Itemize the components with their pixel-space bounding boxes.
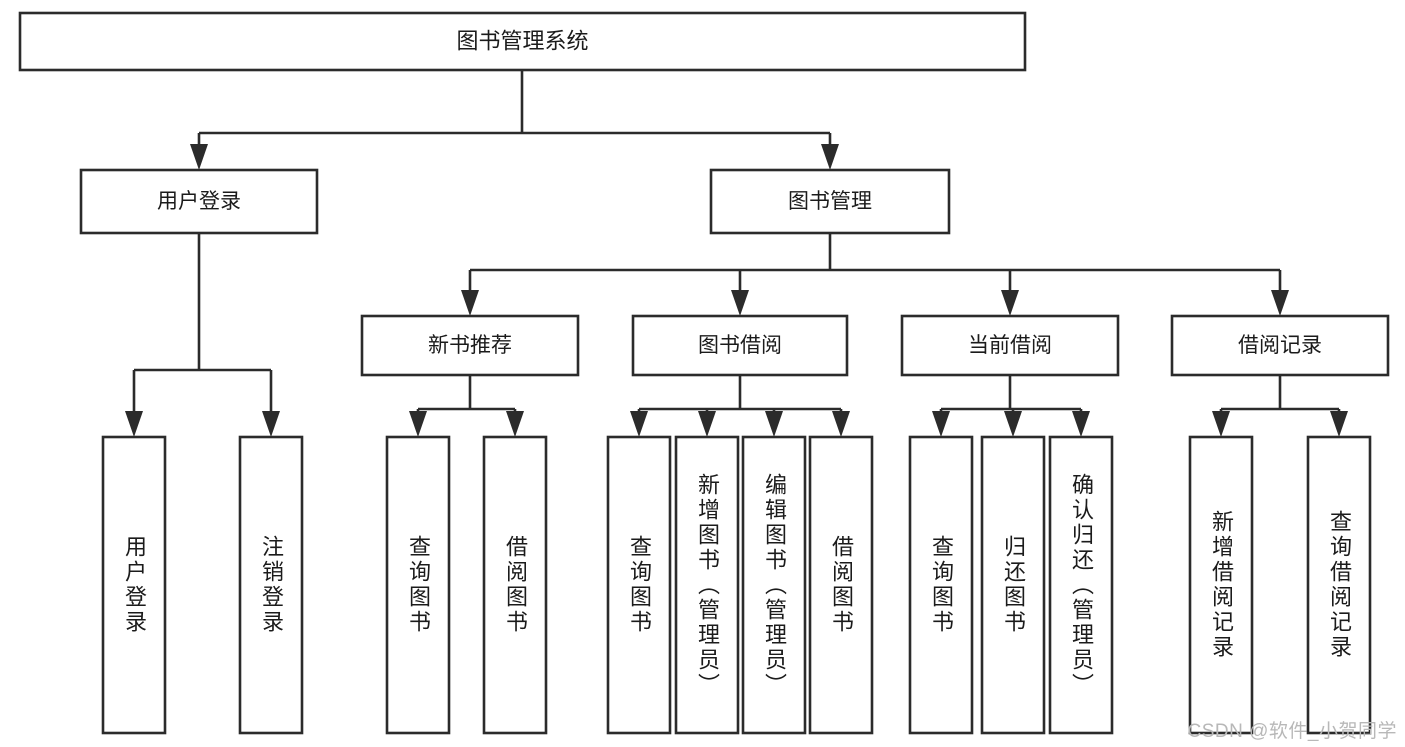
current-borrow-to-leaves-arrow-1 bbox=[1004, 411, 1022, 437]
node-box-leaf-query-book-cur[interactable] bbox=[908, 435, 974, 735]
node-box-new-book-recommend[interactable] bbox=[360, 314, 580, 377]
root-to-level2-arrow-0 bbox=[190, 144, 208, 170]
user-login-to-leaves-arrow-1 bbox=[262, 411, 280, 437]
node-box-leaf-add-record[interactable] bbox=[1188, 435, 1254, 735]
node-box-leaf-query-record[interactable] bbox=[1306, 435, 1372, 735]
node-label-book-borrow: 图书借阅 bbox=[698, 334, 782, 357]
node-label-book-manage: 图书管理 bbox=[788, 190, 872, 213]
node-box-book-manage[interactable] bbox=[709, 168, 951, 235]
node-box-leaf-borrow-book-rec[interactable] bbox=[482, 435, 548, 735]
borrow-record-to-leaves-arrow-1 bbox=[1330, 411, 1348, 437]
node-box-leaf-query-book-borrow[interactable] bbox=[606, 435, 672, 735]
user-login-to-leaves-arrow-0 bbox=[125, 411, 143, 437]
node-box-book-borrow[interactable] bbox=[631, 314, 849, 377]
node-box-leaf-add-book[interactable] bbox=[674, 435, 740, 735]
book-manage-to-level3-arrow-0 bbox=[461, 290, 479, 316]
connector-layer bbox=[125, 70, 1348, 437]
node-label-current-borrow: 当前借阅 bbox=[968, 334, 1052, 357]
node-box-leaf-edit-book[interactable] bbox=[741, 435, 807, 735]
node-box-user-login[interactable] bbox=[79, 168, 319, 235]
current-borrow-to-leaves-arrow-0 bbox=[932, 411, 950, 437]
new-book-recommend-to-leaves-arrow-1 bbox=[506, 411, 524, 437]
node-box-layer bbox=[18, 11, 1390, 735]
node-box-leaf-query-book-rec[interactable] bbox=[385, 435, 451, 735]
book-manage-to-level3-arrow-1 bbox=[731, 290, 749, 316]
book-manage-to-level3-arrow-3 bbox=[1271, 290, 1289, 316]
new-book-recommend-to-leaves-arrow-0 bbox=[409, 411, 427, 437]
book-borrow-to-leaves-arrow-0 bbox=[630, 411, 648, 437]
node-box-leaf-borrow-book[interactable] bbox=[808, 435, 874, 735]
node-label-root: 图书管理系统 bbox=[456, 28, 588, 53]
node-label-new-book-recommend: 新书推荐 bbox=[428, 334, 512, 357]
book-manage-to-level3-arrow-2 bbox=[1001, 290, 1019, 316]
node-box-leaf-return-book[interactable] bbox=[980, 435, 1046, 735]
node-box-current-borrow[interactable] bbox=[900, 314, 1120, 377]
node-box-root[interactable] bbox=[18, 11, 1027, 72]
current-borrow-to-leaves-arrow-2 bbox=[1072, 411, 1090, 437]
root-to-level2-arrow-1 bbox=[821, 144, 839, 170]
book-borrow-to-leaves-arrow-1 bbox=[698, 411, 716, 437]
borrow-record-to-leaves-arrow-0 bbox=[1212, 411, 1230, 437]
node-label-user-login: 用户登录 bbox=[157, 190, 241, 213]
node-box-borrow-record[interactable] bbox=[1170, 314, 1390, 377]
node-box-leaf-logout[interactable] bbox=[238, 435, 304, 735]
node-box-leaf-user-login[interactable] bbox=[101, 435, 167, 735]
book-borrow-to-leaves-arrow-3 bbox=[832, 411, 850, 437]
node-label-borrow-record: 借阅记录 bbox=[1238, 334, 1322, 357]
watermark-text: CSDN @软件_小贺同学 bbox=[1187, 721, 1397, 742]
book-borrow-to-leaves-arrow-2 bbox=[765, 411, 783, 437]
node-box-leaf-confirm-return[interactable] bbox=[1048, 435, 1114, 735]
